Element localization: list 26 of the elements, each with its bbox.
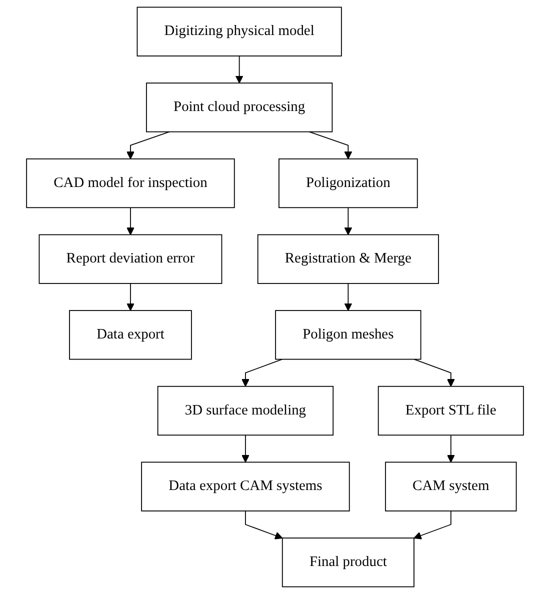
arrow <box>126 131 170 160</box>
arrow <box>446 434 455 463</box>
arrow <box>242 434 250 463</box>
node-box: Poligon meshes <box>275 310 422 360</box>
node-box: Digitizing physical model <box>136 6 342 56</box>
node-box: Registration & Merge <box>257 234 439 284</box>
arrow <box>414 358 455 387</box>
node-box: Export STL file <box>378 386 524 436</box>
arrow <box>235 56 244 84</box>
node-box: Report deviation error <box>38 234 222 284</box>
arrow <box>126 207 134 236</box>
arrow <box>344 283 352 311</box>
arrow <box>126 283 134 311</box>
node-box: CAM system <box>385 462 517 512</box>
node-box: Point cloud processing <box>146 82 333 132</box>
arrow <box>245 510 283 540</box>
arrow <box>344 207 352 236</box>
arrow <box>414 510 452 540</box>
arrow <box>242 358 283 387</box>
node-box: Data export CAM systems <box>141 462 350 512</box>
node-box: Data export <box>69 310 192 360</box>
node-box: Final product <box>282 538 414 588</box>
arrow <box>308 131 352 160</box>
node-box: Poligonization <box>278 158 418 208</box>
node-box: 3D surface modeling <box>157 386 334 436</box>
node-box: CAD model for inspection <box>26 158 235 208</box>
